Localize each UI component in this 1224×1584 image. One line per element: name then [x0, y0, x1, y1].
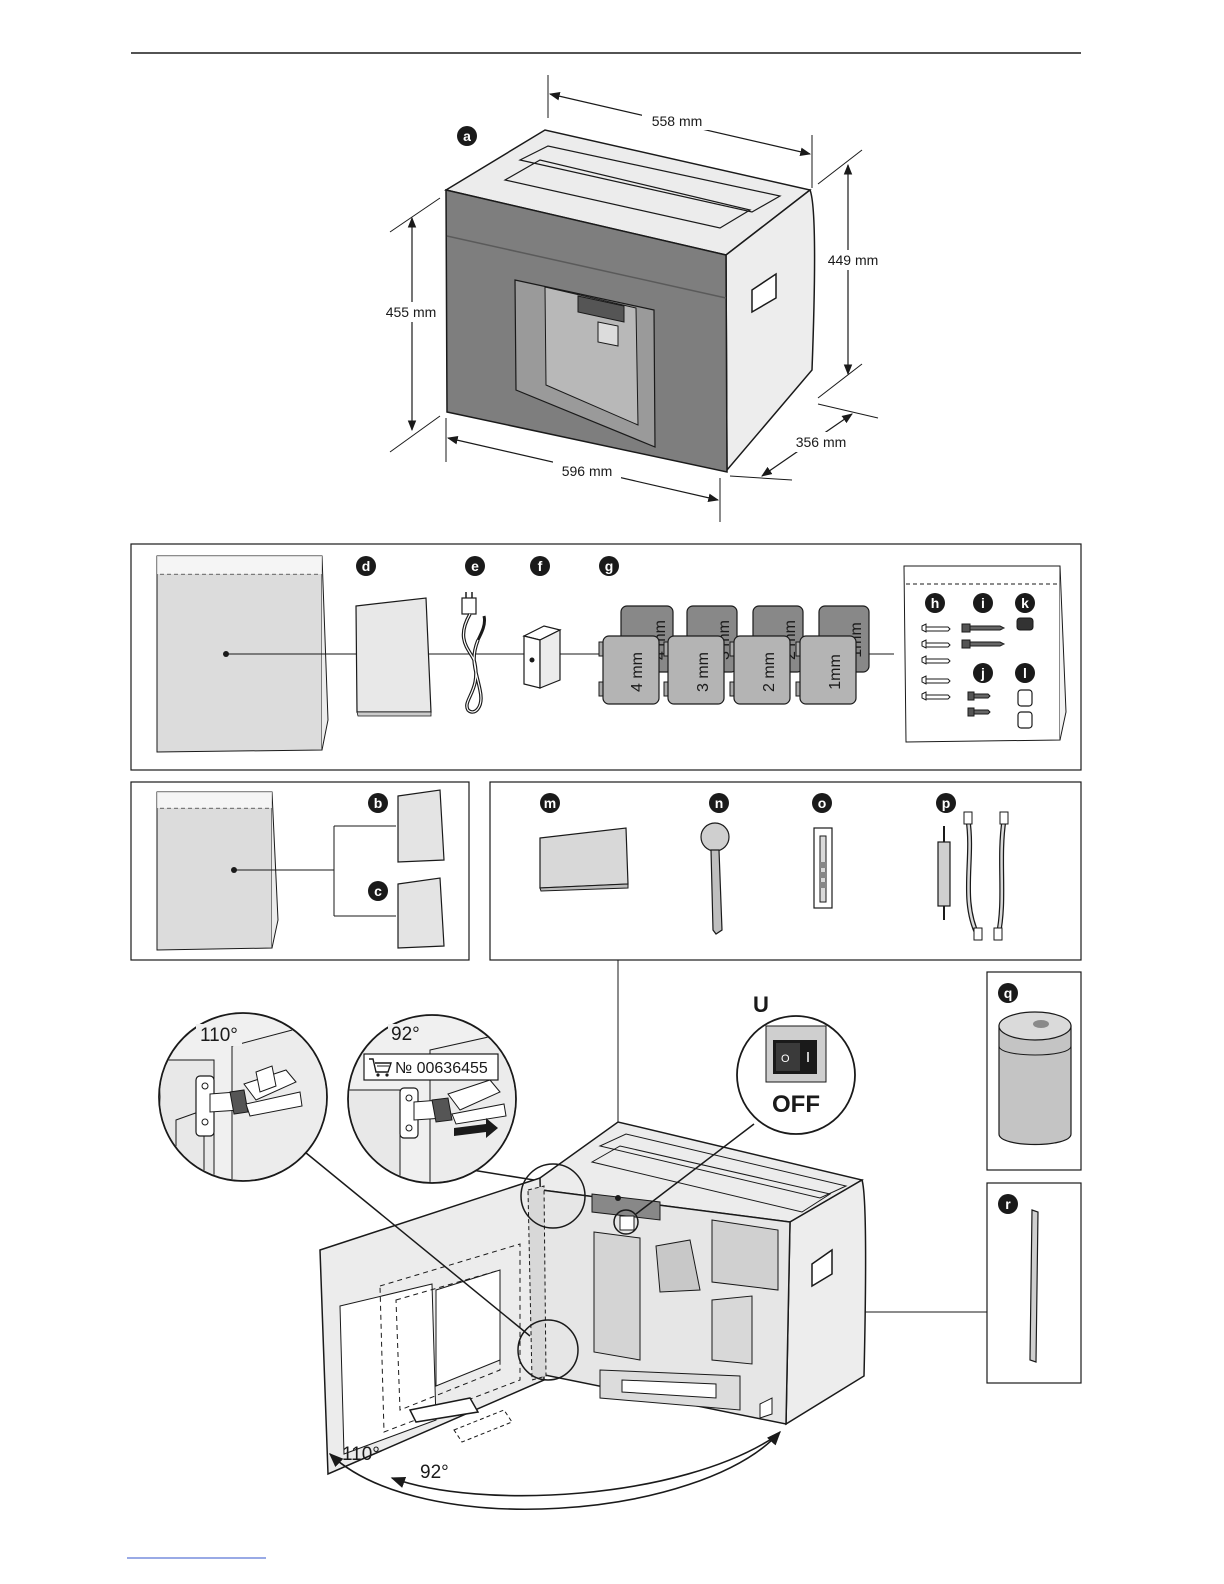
label-e: e — [465, 556, 485, 576]
label-a: a — [457, 126, 477, 146]
booklet-b — [398, 790, 444, 862]
svg-text:m: m — [544, 795, 556, 811]
accessory-panel-3: m n o p — [490, 782, 1081, 960]
label-r: r — [998, 1194, 1018, 1214]
svg-text:r: r — [1005, 1196, 1011, 1212]
svg-text:n: n — [715, 795, 724, 811]
svg-text:d: d — [362, 558, 371, 574]
svg-text:o: o — [818, 795, 827, 811]
svg-text:l: l — [1023, 665, 1027, 681]
label-n: n — [709, 793, 729, 813]
svg-text:k: k — [1021, 595, 1029, 611]
switch-off-label: OFF — [772, 1091, 820, 1118]
svg-text:4 mm: 4 mm — [629, 652, 646, 692]
label-k: k — [1015, 593, 1035, 613]
panel-q: q — [987, 972, 1081, 1170]
label-o: o — [812, 793, 832, 813]
svg-text:c: c — [374, 883, 382, 899]
door-angle-92: 92° — [420, 1462, 449, 1483]
dim-449: 449 mm — [828, 252, 879, 268]
label-l: l — [1015, 663, 1035, 683]
svg-text:O: O — [781, 1053, 790, 1065]
accessory-panel-2: b c — [131, 782, 469, 960]
svg-text:b: b — [374, 795, 383, 811]
hardware-bag — [904, 566, 1066, 742]
switch-callout-letter: U — [753, 992, 769, 1017]
shim-front-1mm: 1mm — [796, 636, 856, 704]
cap-k — [1017, 618, 1033, 630]
label-c: c — [368, 881, 388, 901]
part-number-badge: № 00636455 — [364, 1054, 498, 1080]
switch-location — [620, 1216, 634, 1230]
svg-text:j: j — [980, 665, 985, 681]
dim-356: 356 mm — [796, 434, 847, 450]
svg-text:2 mm: 2 mm — [761, 652, 778, 692]
appliance-dimensions: a 558 mm 449 mm 455 mm — [380, 75, 884, 522]
svg-text:h: h — [931, 595, 940, 611]
part-number: № 00636455 — [395, 1060, 488, 1077]
accessory-panel-1: d e f — [131, 544, 1081, 770]
label-q: q — [998, 983, 1018, 1003]
seal-strip-r — [1030, 1210, 1038, 1362]
label-p: p — [936, 793, 956, 813]
dim-596: 596 mm — [562, 463, 613, 479]
shim-front-4mm: 4 mm — [599, 636, 659, 704]
svg-text:p: p — [942, 795, 951, 811]
hinge-detail-110: 110° — [159, 1013, 330, 1190]
door-angle-110: 110° — [342, 1444, 380, 1465]
svg-text:q: q — [1004, 985, 1013, 1001]
instruction-manual-d — [356, 598, 431, 716]
booklet-c — [398, 878, 444, 948]
shim-front-2mm: 2 mm — [730, 636, 790, 704]
shim-front-3mm: 3 mm — [664, 636, 724, 704]
svg-text:f: f — [538, 558, 543, 574]
svg-text:a: a — [463, 128, 471, 144]
test-strip-o — [814, 828, 832, 908]
svg-text:g: g — [605, 558, 614, 574]
label-m: m — [540, 793, 560, 813]
hinge-detail-92: 92° № 00636455 — [346, 1015, 520, 1190]
hinge-angle-110: 110° — [200, 1025, 238, 1046]
label-h: h — [925, 593, 945, 613]
accessory-bag-2 — [157, 792, 278, 950]
dim-558: 558 mm — [652, 113, 703, 129]
label-f: f — [530, 556, 550, 576]
svg-text:e: e — [471, 558, 479, 574]
label-j: j — [973, 663, 993, 683]
panel-r: r — [987, 1183, 1081, 1383]
cleaning-tablet-container-q — [999, 1012, 1071, 1145]
shim-set-g: 4 mm 3 mm 2 mm 1mm 4 mm — [599, 606, 869, 704]
label-d: d — [356, 556, 376, 576]
dim-455: 455 mm — [386, 304, 437, 320]
label-i: i — [973, 593, 993, 613]
label-g: g — [599, 556, 619, 576]
svg-text:3 mm: 3 mm — [695, 652, 712, 692]
svg-text:i: i — [981, 595, 985, 611]
svg-text:1mm: 1mm — [827, 654, 844, 690]
power-switch-callout: U O OFF — [737, 992, 855, 1134]
bracket-f — [524, 626, 560, 688]
card-m — [540, 828, 628, 891]
hinge-angle-92: 92° — [391, 1024, 420, 1045]
label-b: b — [368, 793, 388, 813]
